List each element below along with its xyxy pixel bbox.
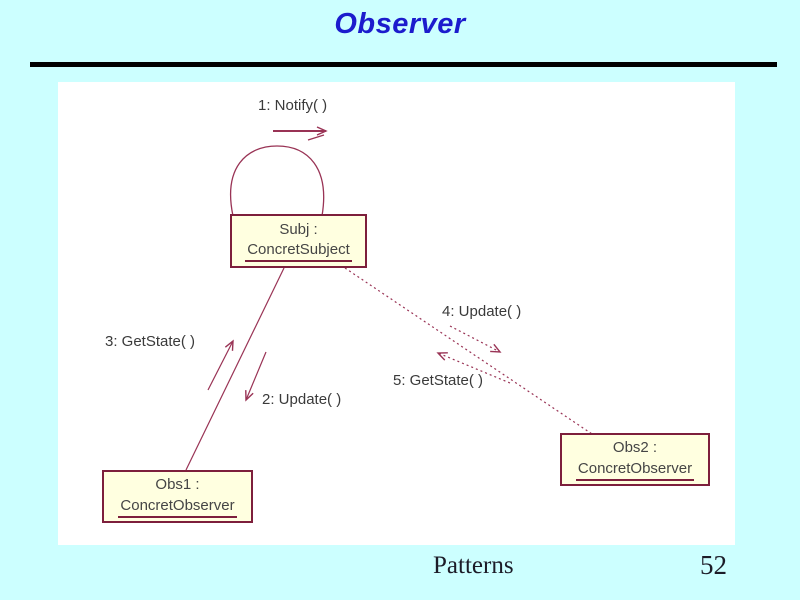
update2-arrow [245,351,267,402]
node-subject: Subj : ConcretSubject [230,214,367,268]
message-label-getstate5: 5: GetState( ) [393,372,484,389]
title-divider [30,62,777,67]
node-observer1-name: Obs1 : [155,476,200,494]
page-title: Observer [334,8,466,40]
notify-arrow-tick [307,134,325,141]
node-observer2-name: Obs2 : [612,439,658,457]
diagram-graphics [185,126,593,471]
message-label-getstate3: 3: GetState( ) [105,333,196,350]
self-link-loop [230,145,325,217]
link-subject-observer1 [185,267,285,471]
message-label-update4: 4: Update( ) [442,303,522,320]
getstate3-arrow [207,339,234,391]
node-observer1-class: ConcretObserver [118,496,237,518]
node-observer1: Obs1 : ConcretObserver [102,470,253,523]
node-observer2: Obs2 : ConcretObserver [560,433,710,486]
node-subject-name: Subj : [279,220,318,238]
footer-page-number: 52 [700,550,727,580]
footer-title: Patterns [433,552,514,579]
link-subject-observer2 [344,267,593,435]
node-subject-class: ConcretSubject [245,240,352,263]
diagram-canvas: Subj : ConcretSubject Obs1 : ConcretObse… [58,82,735,545]
node-observer2-class: ConcretObserver [575,459,695,481]
getstate5-arrow [436,352,511,384]
message-label-notify: 1: Notify( ) [258,97,328,114]
update4-arrow [449,325,502,353]
message-label-update2: 2: Update( ) [262,391,342,408]
